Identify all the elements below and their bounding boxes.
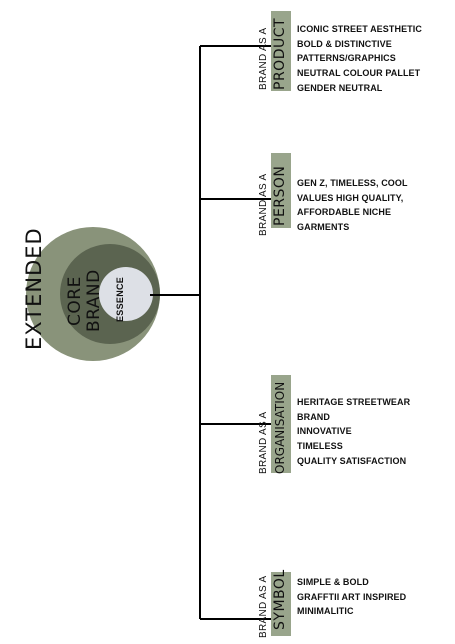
details-product: ICONIC STREET AESTHETIC BOLD & DISTINCTI…	[297, 22, 422, 96]
band-organisation	[271, 375, 291, 473]
detail-line: MINIMALITIC	[297, 606, 354, 617]
category-label-person: PERSON	[272, 165, 288, 226]
detail-line: PATTERNS/GRAPHICS	[297, 53, 396, 64]
detail-line: AFFORDABLE NICHE	[297, 207, 392, 218]
detail-line: TIMELESS	[297, 441, 343, 452]
core-label: CORE	[65, 276, 85, 326]
band-symbol	[271, 572, 291, 636]
detail-line: GRAFFTII ART INSPIRED	[297, 591, 407, 602]
category-label-organisation: ORGANISATION	[273, 381, 287, 474]
details-person: GEN Z, TIMELESS, COOL VALUES HIGH QUALIT…	[297, 176, 408, 235]
detail-line: NEUTRAL COLOUR PALLET	[297, 68, 421, 79]
details-organisation: HERITAGE STREETWEAR BRAND INNOVATIVE TIM…	[297, 395, 410, 469]
detail-line: BRAND	[297, 411, 330, 422]
detail-line: VALUES HIGH QUALITY,	[297, 192, 404, 203]
extended-label: EXTENDED	[22, 227, 46, 350]
prefix-label-person: BRAND AS A	[258, 173, 269, 236]
prefix-label-product: BRAND AS A	[258, 27, 269, 90]
essence-label: ESSENCE	[115, 276, 125, 322]
prefix-label-symbol: BRAND AS A	[258, 575, 269, 638]
brand-label: BRAND	[84, 269, 104, 332]
category-label-symbol: SYMBOL	[272, 569, 288, 630]
essence-circle	[99, 267, 153, 321]
band-person	[271, 153, 291, 228]
category-label-product: PRODUCT	[272, 17, 288, 90]
detail-line: GEN Z, TIMELESS, COOL	[297, 178, 408, 188]
detail-line: SIMPLE & BOLD	[297, 577, 369, 587]
detail-line: BOLD & DISTINCTIVE	[297, 38, 392, 49]
prefix-label-organisation: BRAND AS A	[258, 411, 269, 474]
band-product	[271, 11, 291, 91]
detail-line: GARMENTS	[297, 222, 350, 233]
detail-line: ICONIC STREET AESTHETIC	[297, 24, 422, 34]
detail-line: GENDER NEUTRAL	[297, 82, 383, 93]
detail-line: HERITAGE STREETWEAR	[297, 397, 411, 407]
detail-line: INNOVATIVE	[297, 426, 352, 437]
detail-line: QUALITY SATISFACTION	[297, 455, 407, 466]
details-symbol: SIMPLE & BOLD GRAFFTII ART INSPIRED MINI…	[297, 575, 406, 619]
